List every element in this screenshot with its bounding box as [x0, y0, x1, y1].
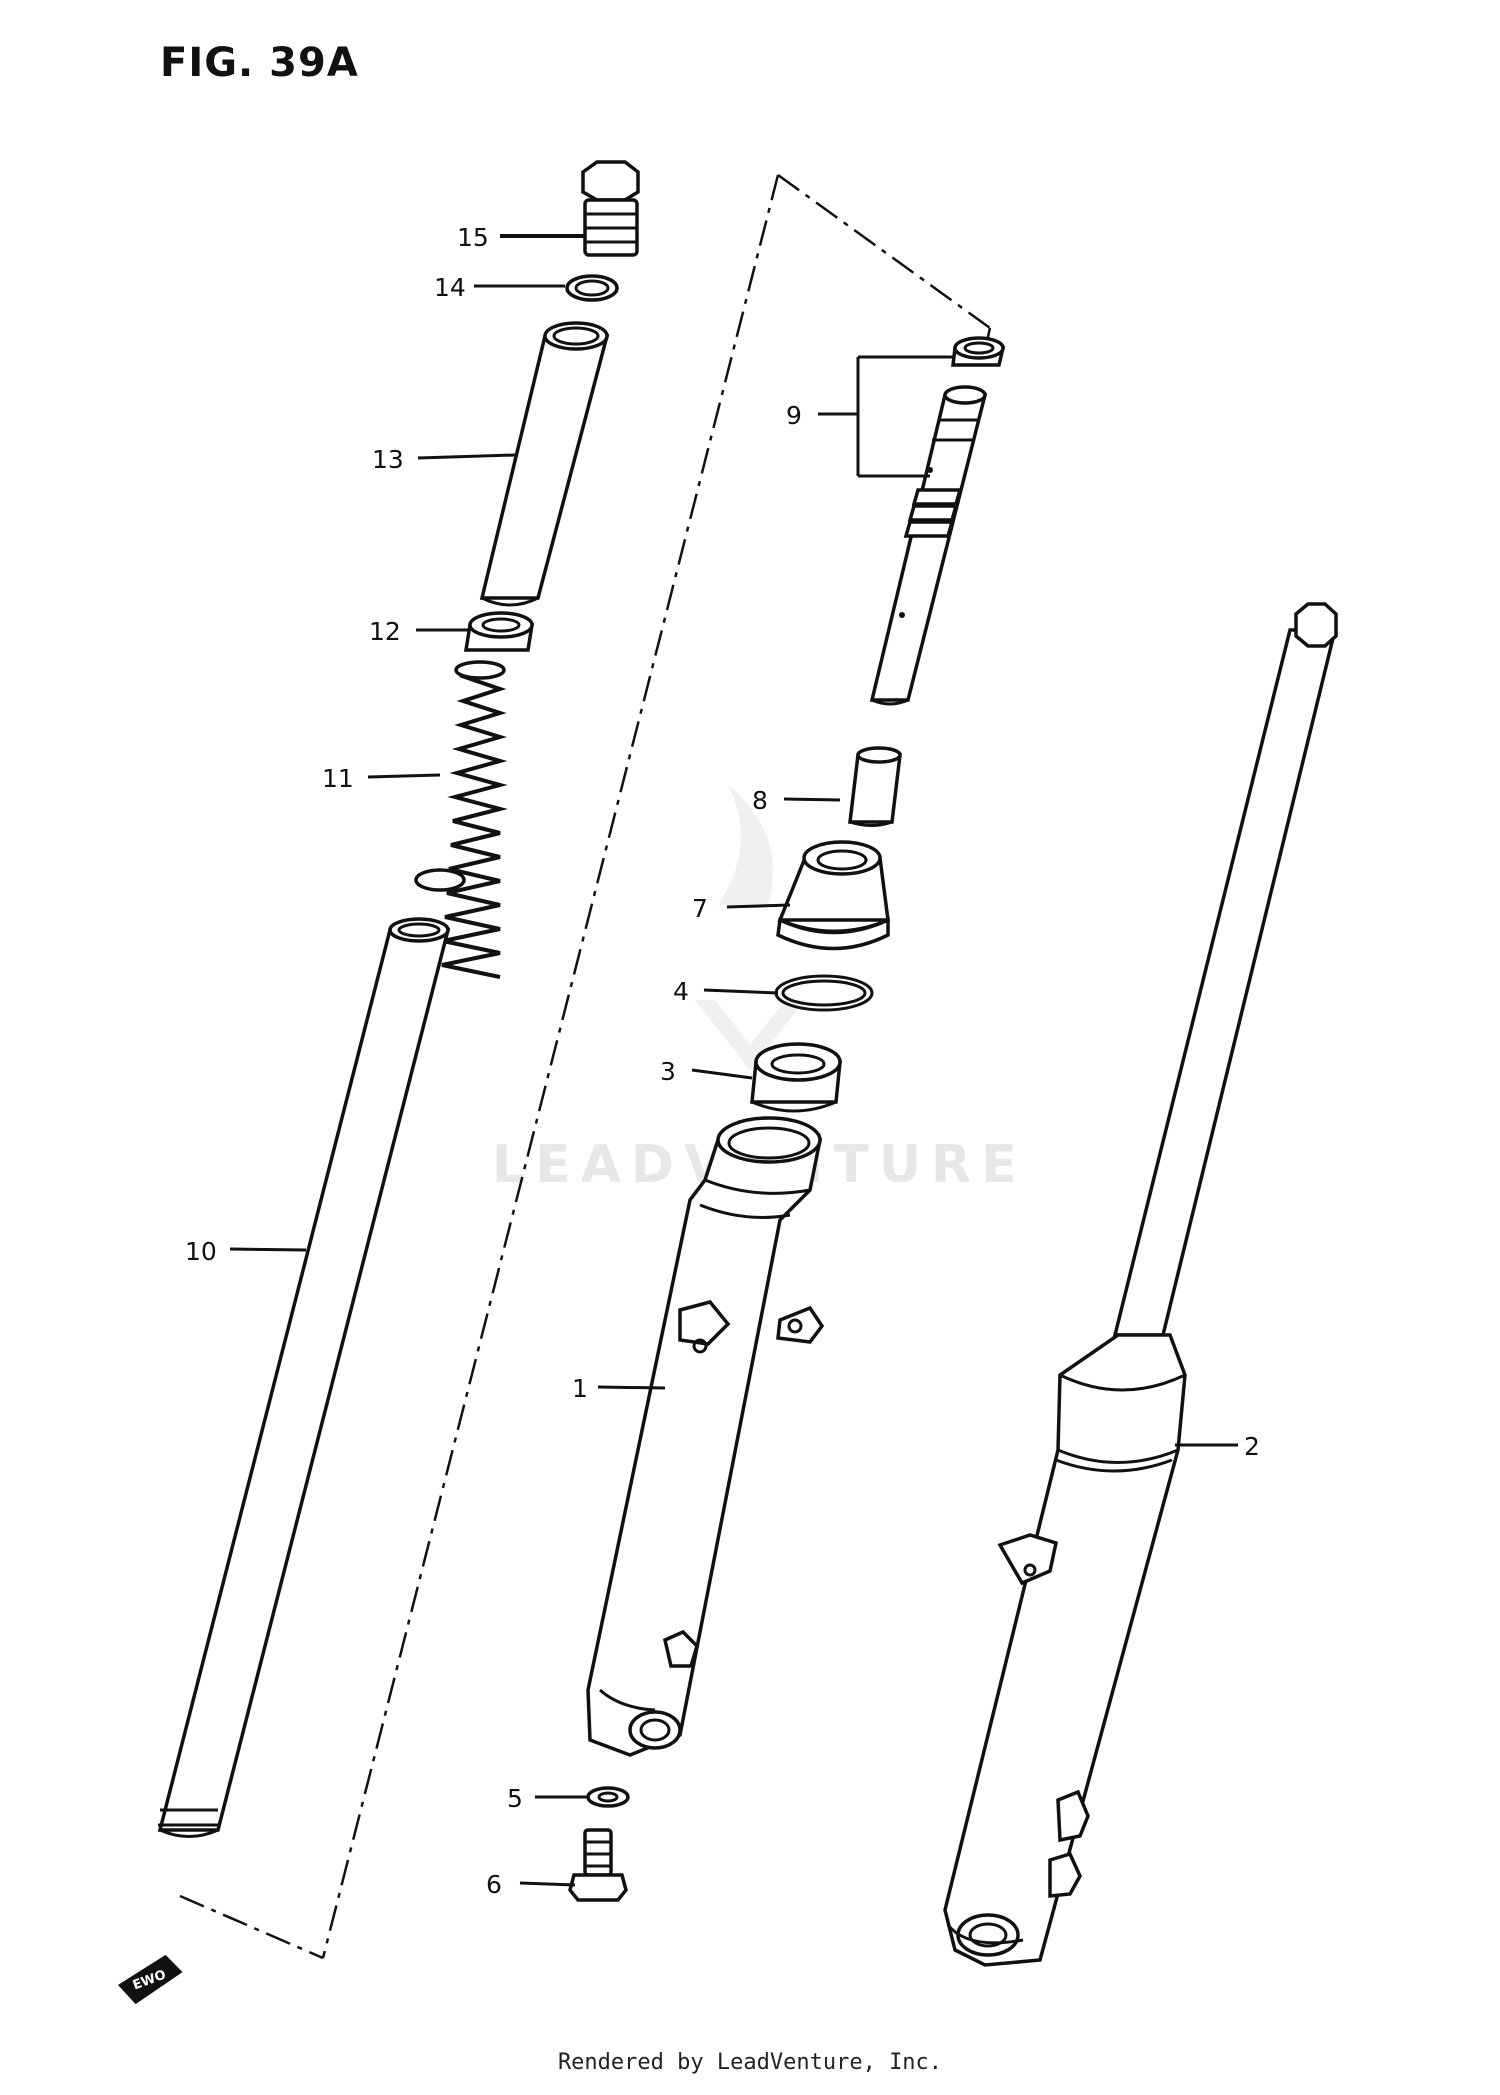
- corner-badge: EWO: [118, 1954, 183, 2005]
- callout-labels: 15 14 13 12 11 10 9 8 7 4 3 1 2 5 6: [185, 223, 1260, 1899]
- part-3-oil-seal: [750, 1042, 842, 1113]
- callout-10: 10: [185, 1237, 217, 1266]
- part-6-damper-rod-bolt: [568, 1828, 628, 1902]
- callout-8: 8: [752, 786, 768, 815]
- render-credit: Rendered by LeadVenture, Inc.: [557, 2050, 943, 2075]
- callout-7: 7: [692, 894, 708, 923]
- part-12-spring-seat: [463, 611, 535, 652]
- part-9-damper-rod: [869, 336, 1006, 706]
- part-14-o-ring: [565, 274, 619, 302]
- callout-6: 6: [486, 1870, 502, 1899]
- part-10-inner-tube: [157, 917, 451, 1838]
- callout-2: 2: [1244, 1432, 1260, 1461]
- callout-1: 1: [572, 1374, 588, 1403]
- callout-12: 12: [369, 617, 401, 646]
- part-7-dust-seal: [776, 840, 890, 951]
- callout-11: 11: [322, 764, 354, 793]
- leader-lines: [229, 234, 1238, 1887]
- callout-3: 3: [660, 1057, 676, 1086]
- callout-13: 13: [372, 445, 404, 474]
- part-2-fork-assembly: [943, 602, 1338, 1967]
- callout-4: 4: [673, 977, 689, 1006]
- callout-9: 9: [786, 401, 802, 430]
- callout-5: 5: [507, 1784, 523, 1813]
- part-4-stopper-ring: [774, 974, 874, 1012]
- part-15-cap-bolt: [581, 160, 640, 257]
- figure-title: FIG. 39A: [160, 40, 359, 86]
- callout-15: 15: [457, 223, 489, 252]
- part-5-gasket: [586, 1786, 630, 1808]
- part-13-spacer: [479, 321, 610, 607]
- callout-14: 14: [434, 273, 466, 302]
- part-11-spring: [414, 660, 508, 979]
- part-1-outer-tube: [586, 1116, 825, 1757]
- part-8-oil-lock-piece: [848, 746, 902, 827]
- assembly-outline: [179, 173, 992, 1960]
